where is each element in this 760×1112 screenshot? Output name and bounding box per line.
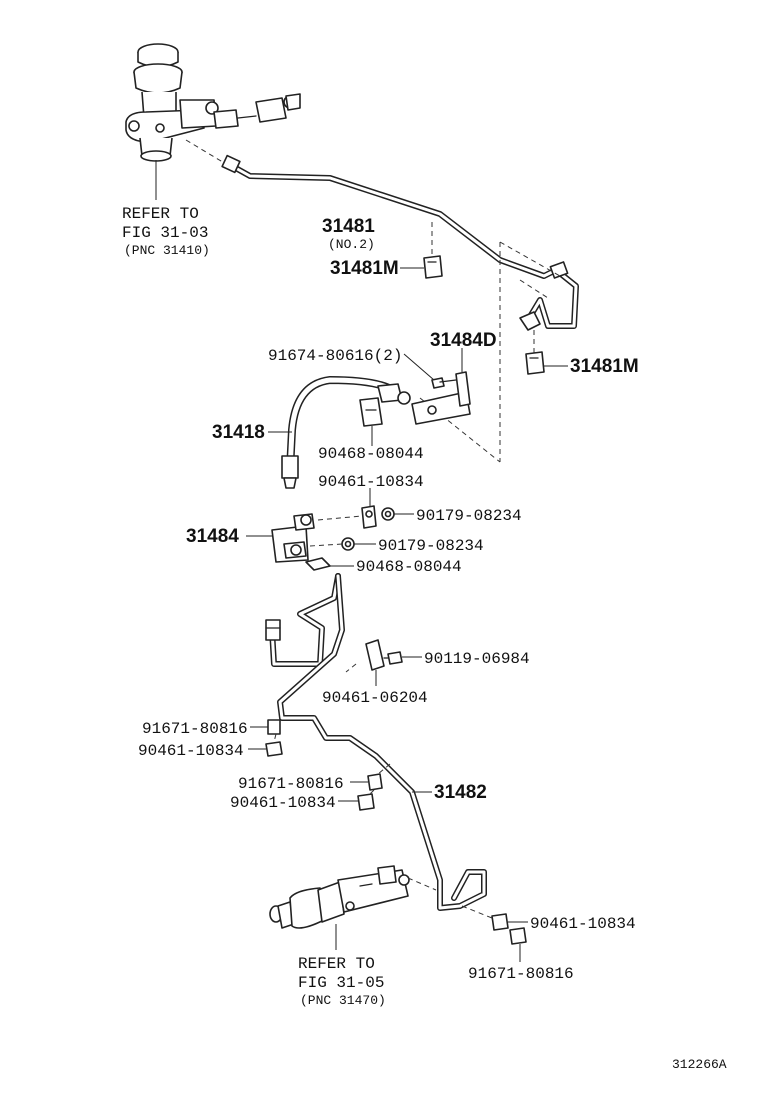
clamp-31481m-a[interactable] [423, 255, 443, 279]
label-31481-note: (NO.2) [328, 237, 375, 252]
label-90179-b: 90179-08234 [378, 537, 484, 555]
label-90461-a: 90461-10834 [318, 473, 424, 491]
bolt-90119[interactable] [383, 651, 403, 665]
label-31481: 31481 [322, 216, 375, 237]
label-31484: 31484 [186, 526, 239, 547]
reference-bottom-line3: (PNC 31470) [300, 993, 386, 1008]
reference-top-line1: REFER TO [122, 205, 199, 223]
clip-90461-b[interactable] [365, 639, 385, 671]
union-91671-b[interactable] [367, 773, 383, 791]
bracket-31484[interactable] [271, 513, 315, 563]
clip-90461-a[interactable] [361, 505, 377, 529]
diagram-id: 312266A [672, 1057, 727, 1072]
reference-bottom-line1: REFER TO [298, 955, 375, 973]
clip-90461-d[interactable] [357, 793, 375, 811]
union-91671-c[interactable] [509, 927, 527, 945]
nut-90179-a[interactable] [381, 507, 395, 521]
label-90461-e: 90461-10834 [530, 915, 636, 933]
bracket-31484d[interactable] [411, 371, 471, 425]
label-90468-b: 90468-08044 [356, 558, 462, 576]
clip-90468-a[interactable] [359, 397, 383, 427]
clamp-31481m-b[interactable] [525, 351, 545, 375]
label-31418: 31418 [212, 422, 265, 443]
clip-90468-b[interactable] [305, 557, 331, 571]
reference-bottom-line2: FIG 31-05 [298, 974, 384, 992]
nut-90179-b[interactable] [341, 537, 355, 551]
clutch-release-cylinder[interactable] [269, 865, 410, 929]
reference-top-line3: (PNC 31410) [124, 243, 210, 258]
clip-90461-e[interactable] [491, 913, 509, 931]
label-90468-a: 90468-08044 [318, 445, 424, 463]
label-31484d: 31484D [430, 330, 497, 351]
union-91671-a[interactable] [267, 719, 281, 735]
label-90179-a: 90179-08234 [416, 507, 522, 525]
flex-hose-31418[interactable] [281, 375, 411, 489]
clutch-master-cylinder[interactable] [125, 43, 301, 162]
label-31482: 31482 [434, 782, 487, 803]
bolt-91674[interactable] [431, 377, 457, 389]
label-31481m-b: 31481M [570, 356, 639, 377]
clutch-pipe-31482[interactable] [265, 573, 487, 911]
label-31481m-a: 31481M [330, 258, 399, 279]
clip-90461-c[interactable] [265, 741, 283, 757]
clutch-pipe-31481[interactable] [221, 154, 579, 331]
label-91674: 91674-80616(2) [268, 347, 402, 365]
label-90119: 90119-06984 [424, 650, 530, 668]
label-90461-b: 90461-06204 [322, 689, 428, 707]
label-91671-b: 91671-80816 [238, 775, 344, 793]
reference-top-line2: FIG 31-03 [122, 224, 208, 242]
label-91671-c: 91671-80816 [468, 965, 574, 983]
label-90461-d: 90461-10834 [230, 794, 336, 812]
label-90461-c: 90461-10834 [138, 742, 244, 760]
label-91671-a: 91671-80816 [142, 720, 248, 738]
